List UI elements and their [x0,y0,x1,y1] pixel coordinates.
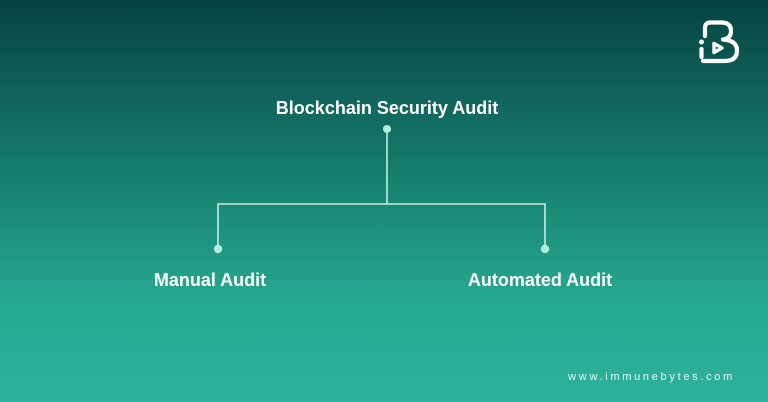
logo-play-triangle-icon [712,41,724,55]
branch-path [217,203,546,249]
child-node-automated-audit: Automated Audit [467,270,613,290]
automated-connector-dot [540,244,550,254]
logo-b-top-stroke [702,20,734,42]
website-url: www.immunebytes.com [568,371,735,383]
logo-b-bottom-stroke [700,37,740,64]
manual-connector-dot [213,244,223,254]
root-connector-dot [383,125,391,133]
logo-i-dot [699,39,704,45]
child-node-manual-audit: Manual Audit [153,270,267,290]
immunebytes-logo-icon [697,19,741,67]
root-node-label: Blockchain Security Audit [275,98,499,118]
